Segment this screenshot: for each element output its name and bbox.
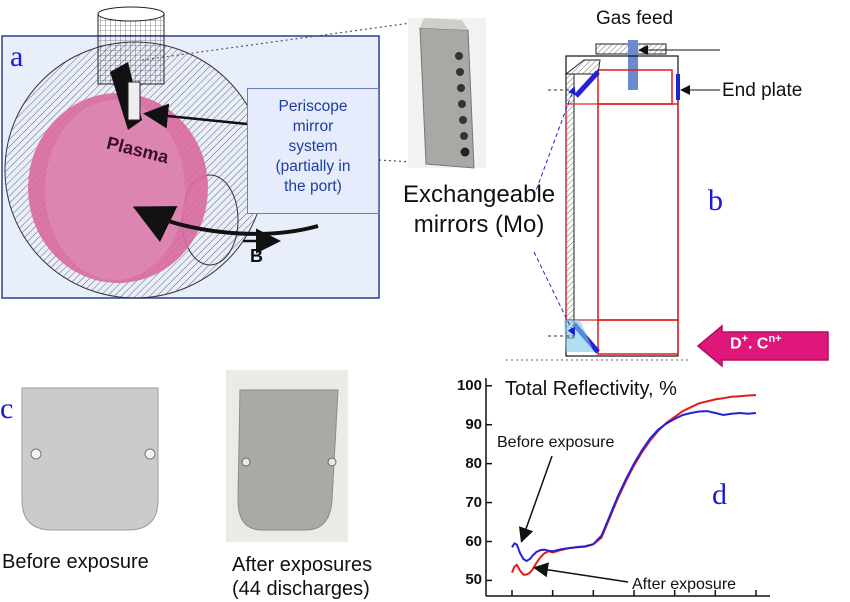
sample-hole	[144, 448, 156, 460]
holder-top	[420, 18, 468, 30]
y-tick-label: 70	[465, 493, 482, 511]
periscope-pointer-arrow	[143, 103, 248, 129]
panel-b-diagram	[506, 40, 829, 368]
y-tick-label: 50	[465, 571, 482, 589]
mirror-pointer-bottom	[533, 251, 575, 336]
gas-feed-pipe	[628, 40, 638, 90]
main-chamber	[597, 103, 679, 321]
port-top	[97, 6, 165, 22]
reflectivity-chart	[485, 378, 770, 597]
mirror-before-sample	[21, 387, 159, 531]
panel-a-diagram	[1, 6, 419, 299]
exchangeable-line: mirrors (Mo)	[413, 211, 545, 238]
mirror-pointer-top	[533, 86, 576, 197]
after-exposure-arrow	[533, 562, 629, 583]
bottom-chamber	[597, 319, 679, 355]
y-tick-label: 80	[465, 454, 482, 472]
left-channel	[565, 103, 599, 321]
port-cylinder	[97, 13, 165, 85]
end-plate-element	[676, 74, 680, 100]
exchangeable-line: Exchangeable	[403, 181, 556, 208]
gas-feed-label: Gas feed	[596, 8, 674, 29]
zoom-line-top	[141, 21, 419, 61]
exchangeable-mirrors-label: Exchangeable mirrors (Mo)	[403, 180, 555, 240]
y-tick-label: 60	[465, 532, 482, 550]
periscope-line: Periscope	[278, 98, 348, 115]
end-plate-label: End plate	[722, 80, 803, 101]
holder-hole	[457, 84, 465, 92]
ion-separator: . C	[748, 335, 769, 353]
plasma-highlight	[45, 100, 185, 280]
top-corner-block	[564, 59, 601, 75]
panel-a-letter: a	[10, 40, 24, 73]
top-mirror	[574, 70, 600, 98]
ion-d-charge: +	[741, 333, 748, 345]
before-caption: Before exposure	[2, 551, 149, 573]
periscope-line: (partially in	[275, 158, 351, 175]
y-tick-label: 90	[465, 415, 482, 433]
chart-title: Total Reflectivity, %	[505, 378, 677, 400]
panel-c-letter: c	[0, 392, 14, 425]
sample-hole	[30, 448, 42, 460]
y-tick-label: 100	[456, 376, 482, 394]
periscope-line: system	[288, 138, 338, 155]
holder-hole	[458, 100, 466, 108]
left-wall	[565, 73, 575, 339]
after-exposure-annotation: After exposure	[632, 576, 737, 593]
periscope-mirror-slot	[127, 81, 141, 121]
plasma-rotation-arrow	[132, 206, 319, 243]
before-exposure-annotation: Before exposure	[497, 434, 615, 451]
mirror-holder-photo	[408, 18, 486, 169]
panel-b-letter: b	[708, 184, 723, 217]
reflectivity-series-line	[511, 410, 757, 563]
ion-c-charge: n+	[768, 333, 782, 345]
mirror-after-sample	[237, 389, 339, 531]
before-exposure-arrow	[518, 455, 553, 543]
holder-hole	[459, 116, 467, 124]
zoom-line-bottom	[378, 159, 413, 163]
ion-species-label: D+. Cn+	[730, 333, 782, 353]
periscope-line: the port)	[284, 178, 342, 195]
ion-flux-arrow	[696, 324, 829, 368]
periscope-line: mirror	[292, 118, 334, 135]
after-caption-line-1: After exposures	[232, 554, 373, 576]
panel-c-photos	[21, 370, 348, 542]
holder-hole	[460, 132, 468, 140]
after-caption-line-2: (44 discharges)	[232, 578, 370, 600]
panel-d-letter: d	[712, 478, 727, 511]
holder-hole	[455, 52, 463, 60]
ion-d: D	[730, 335, 742, 353]
holder-hole	[456, 68, 464, 76]
sample-hole	[327, 457, 337, 467]
sample-hole	[241, 457, 251, 467]
holder-hole	[460, 147, 470, 157]
periscope-callout: Periscope mirror system (partially in th…	[247, 88, 379, 214]
b-field-label: B	[250, 246, 263, 266]
holder-outline	[565, 55, 679, 357]
holder-body	[419, 27, 475, 169]
